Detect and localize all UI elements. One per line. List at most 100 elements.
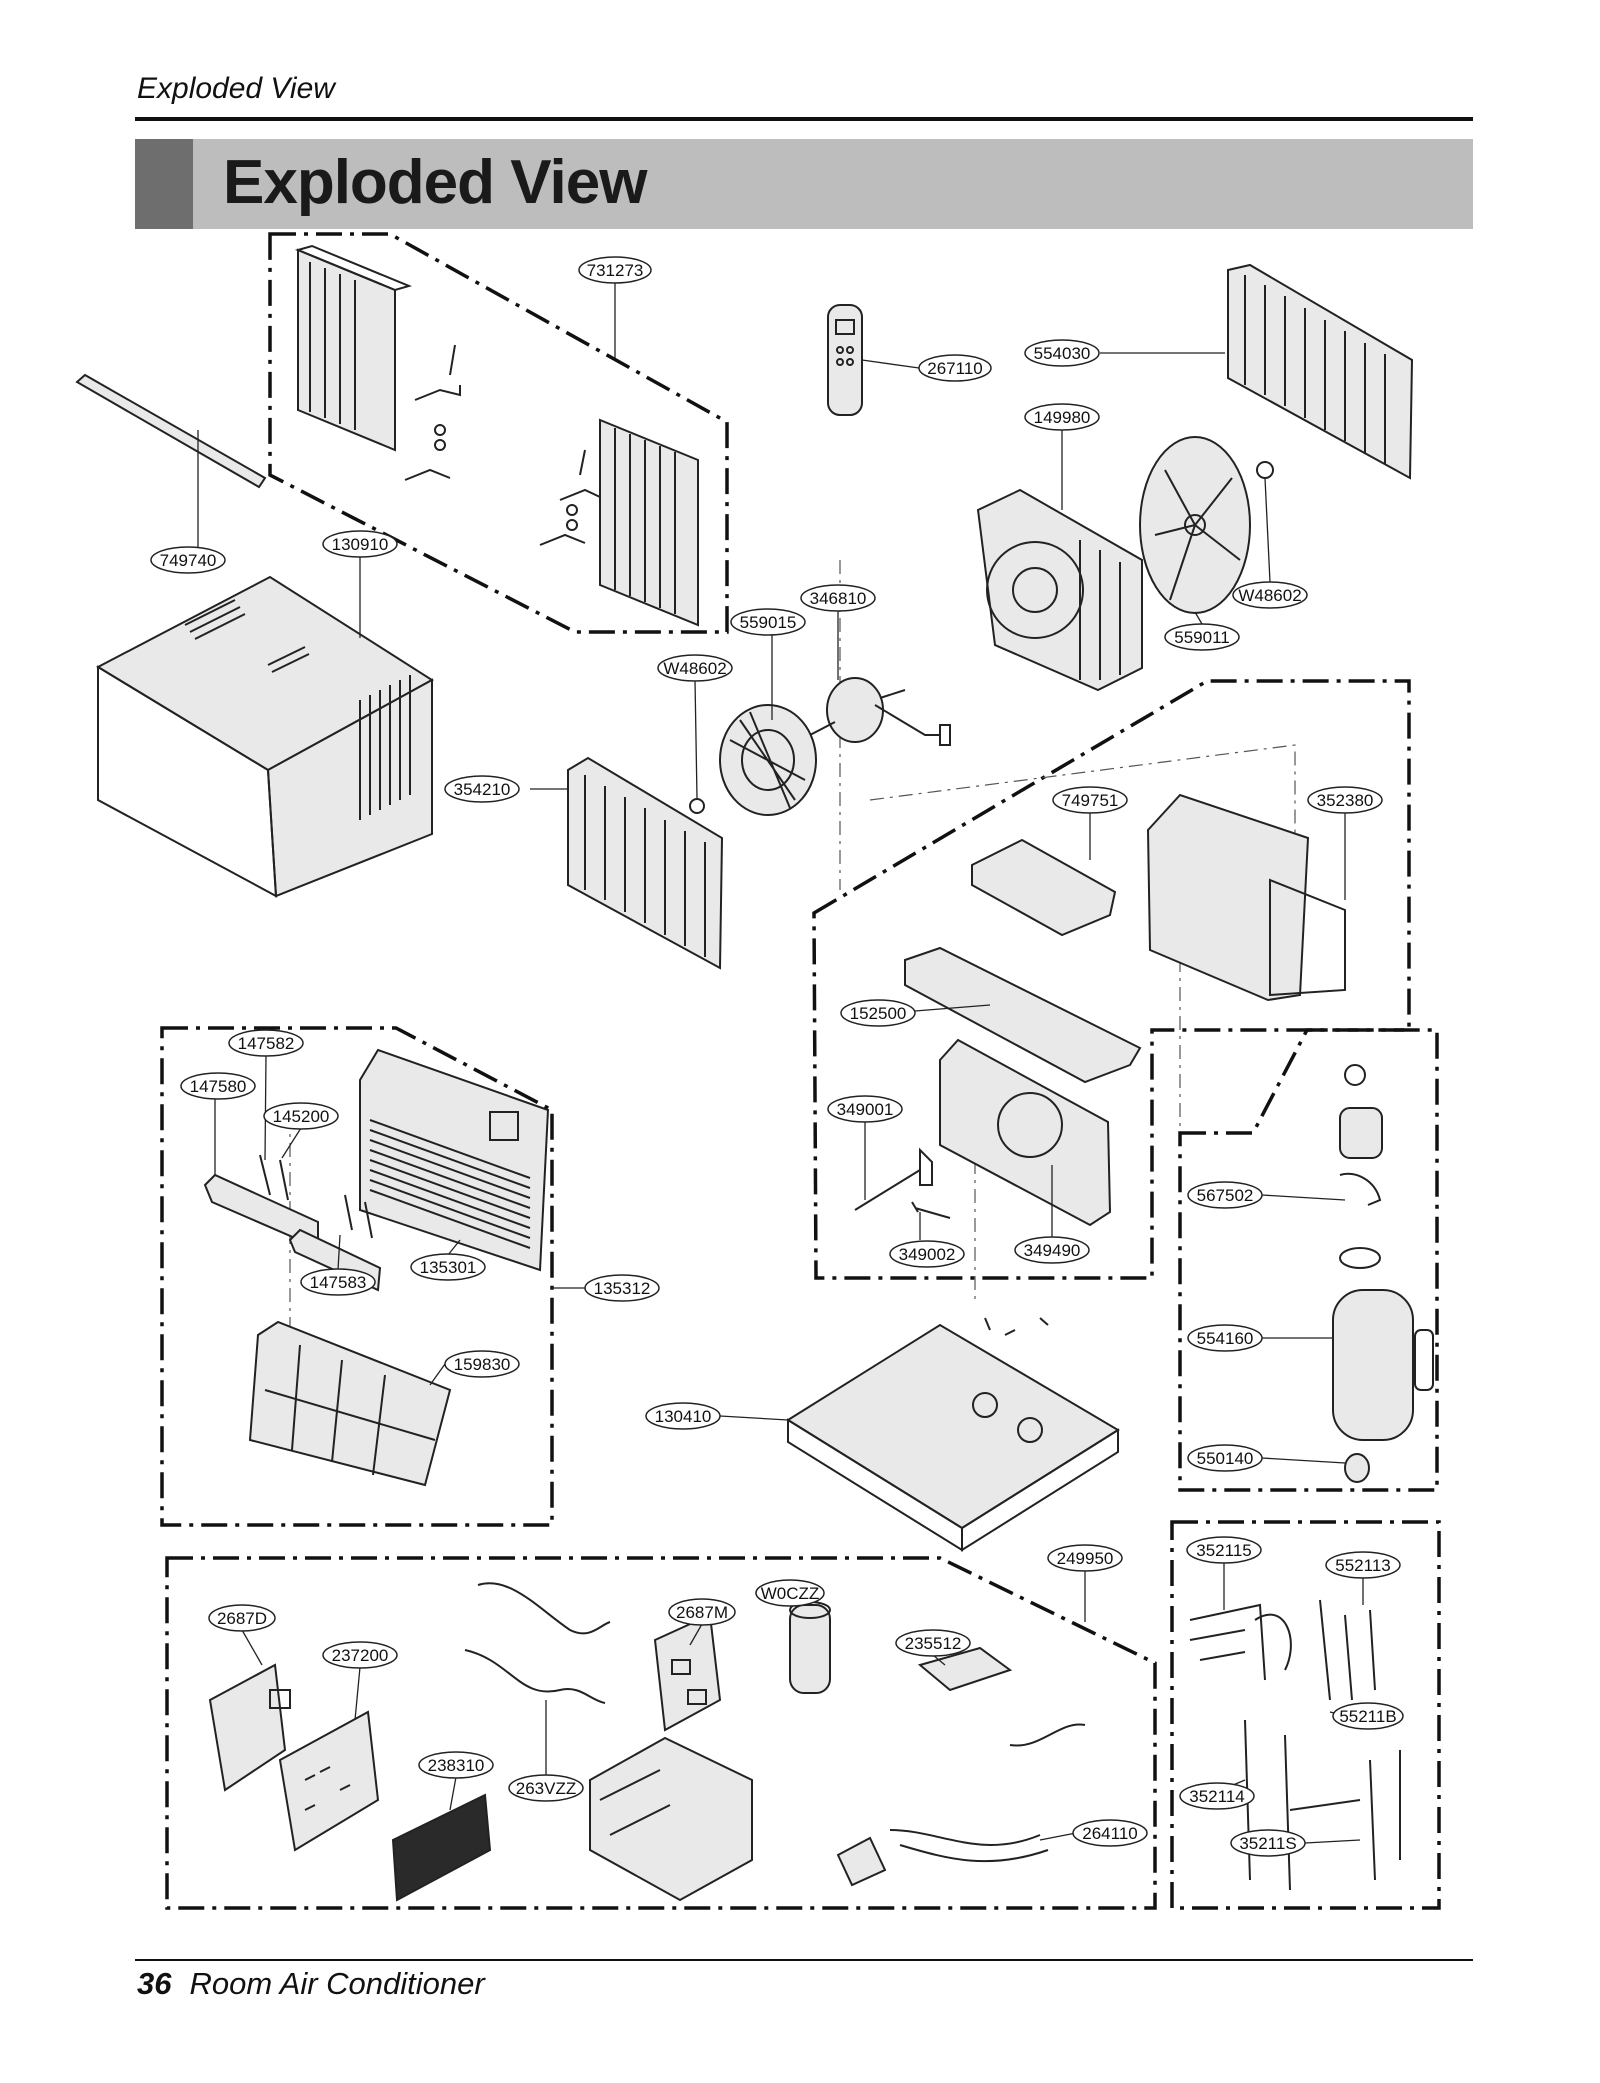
callout-352114: 352114 [1179,1782,1255,1810]
callout-130910: 130910 [322,530,398,558]
callout-263VZZ: 263VZZ [508,1774,584,1802]
callout-label: 550140 [1197,1449,1254,1468]
callout-label: 147580 [190,1077,247,1096]
callout-349001: 349001 [827,1095,903,1123]
compressor [1332,1247,1434,1441]
callout-249950: 249950 [1047,1544,1123,1572]
page-number: 36 [137,1966,172,2001]
tube-assembly [1244,1719,1401,1891]
callout-749740: 749740 [150,546,226,574]
callout-559011: 559011 [1164,623,1240,651]
capillary-tube [1254,1613,1292,1671]
callout-264110: 264110 [1072,1819,1148,1847]
callout-label: 235512 [905,1634,962,1653]
compressor-grommet [1344,1453,1370,1483]
cabinet [95,575,434,898]
remote-control [827,304,863,416]
callout-label: 147583 [310,1273,367,1292]
callout-label: 567502 [1197,1186,1254,1205]
callout-label: 267110 [927,359,982,378]
fan-shroud [976,488,1143,692]
power-cord-harness [889,1829,1049,1863]
callout-label: 554030 [1034,344,1091,363]
page-title: Exploded View [223,148,647,217]
wire-harness-a [477,1582,611,1635]
relay-module [836,1836,887,1887]
callout-label: 349001 [837,1100,894,1119]
group-boundary-chassis-top [812,679,1411,1280]
callout-2687D: 2687D [208,1604,276,1632]
top-rule [135,117,1473,121]
callout-130410: 130410 [645,1402,721,1430]
callout-label: W0CZZ [761,1584,820,1603]
callout-label: 559011 [1174,628,1229,647]
callout-552113: 552113 [1325,1551,1401,1579]
outdoor-fan [1139,436,1251,614]
callout-237200: 237200 [322,1641,398,1669]
group-boundary-front [160,1026,554,1527]
frame-brackets [404,344,601,546]
condenser-coil-rear [1227,263,1414,480]
callout-label: 152500 [850,1004,907,1023]
callout-354210: 354210 [444,775,520,803]
callout-147582: 147582 [228,1029,304,1057]
thermistor-clip [911,1201,951,1219]
fan-motor [809,677,951,746]
callout-W48602-a: W48602 [1232,581,1308,609]
callout-149980: 149980 [1024,403,1100,431]
callout-135301: 135301 [410,1253,486,1281]
callout-label: 35211S [1239,1834,1296,1853]
group-boundary-frame [268,232,729,634]
base-pan-screws [984,1317,1049,1336]
callout-554160: 554160 [1187,1324,1263,1352]
callout-235512: 235512 [895,1629,971,1657]
callout-label: 352114 [1189,1787,1244,1806]
callout-label: 352115 [1196,1541,1251,1560]
callout-label: 2687M [676,1603,728,1622]
thermistor [854,1147,933,1211]
bottom-rule [135,1959,1473,1961]
tube-discharge [1319,1599,1376,1701]
frame-panel-left [294,244,413,452]
callout-567502: 567502 [1187,1181,1263,1209]
control-panel-cover [278,1710,380,1852]
title-tab [135,139,193,229]
callout-label: 731273 [587,261,644,280]
callout-label: 237200 [332,1646,389,1665]
callout-W48602-b: W48602 [657,654,733,682]
group-boundary-electrical [165,1556,1157,1910]
callout-label: 135312 [594,1279,651,1298]
callout-label: W48602 [663,659,726,678]
callout-label: 149980 [1034,408,1091,427]
callout-label: 145200 [273,1107,330,1126]
callout-145200: 145200 [263,1102,339,1130]
callout-label: 249950 [1057,1549,1114,1568]
callout-label: 130910 [332,535,389,554]
drain-pan-top [904,946,1142,1084]
clamp-ring-small [689,798,705,814]
callout-label: 354210 [454,780,511,799]
callout-349490: 349490 [1014,1236,1090,1264]
callout-label: 55211B [1339,1707,1396,1726]
callout-label: 130410 [655,1407,712,1426]
callout-2687M: 2687M [668,1598,736,1626]
callout-label: 352380 [1317,791,1374,810]
callout-731273: 731273 [578,256,652,284]
callout-147583: 147583 [300,1268,376,1296]
run-capacitor [789,1601,831,1694]
callout-label: 2687D [217,1609,267,1628]
callout-152500: 152500 [840,999,916,1027]
evaporator-coil [567,756,724,970]
blower-wheel [719,704,817,816]
footer-doc-title: Room Air Conditioner [189,1966,485,2001]
overload-protector [1339,1172,1382,1206]
base-pan [786,1323,1120,1552]
callout-label: 147582 [238,1034,295,1053]
clamp-ring [1256,461,1274,479]
callout-159830: 159830 [444,1350,520,1378]
callout-label: W48602 [1238,586,1301,605]
air-guide [939,1038,1112,1227]
pcb-main [653,1613,722,1732]
group-boundary-compressor [1178,1028,1439,1492]
group-boundary-tubing [1170,1520,1441,1910]
